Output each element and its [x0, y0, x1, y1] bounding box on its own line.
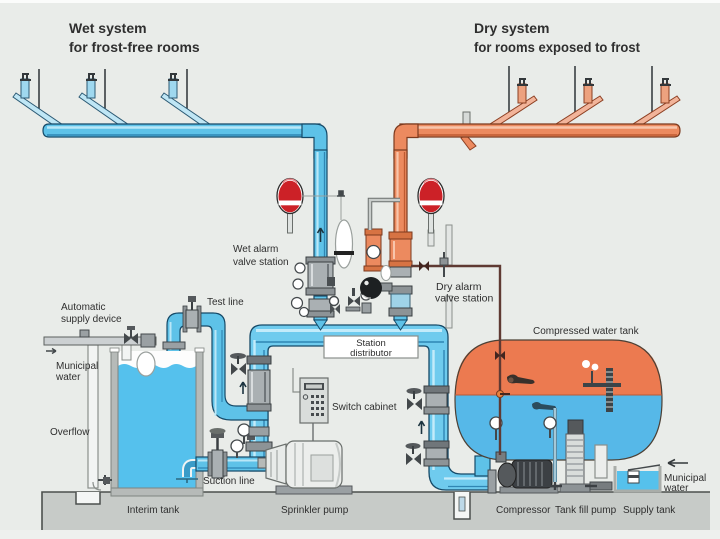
svg-text:Station: Station [356, 338, 386, 349]
svg-text:water: water [663, 483, 689, 494]
svg-text:distributor: distributor [350, 348, 392, 359]
svg-text:Automatic: Automatic [61, 302, 105, 313]
svg-text:supply device: supply device [61, 314, 122, 325]
svg-text:Tank fill pump: Tank fill pump [555, 505, 617, 516]
svg-text:Interim tank: Interim tank [127, 505, 180, 516]
svg-text:Sprinkler pump: Sprinkler pump [281, 505, 349, 516]
svg-text:Dry alarm: Dry alarm [436, 281, 482, 293]
svg-text:Municipal: Municipal [664, 473, 706, 484]
svg-text:Wet system: Wet system [69, 20, 147, 36]
svg-text:for frost-free rooms: for frost-free rooms [69, 39, 200, 55]
svg-text:Switch cabinet: Switch cabinet [332, 402, 397, 413]
svg-text:Wet alarm: Wet alarm [233, 244, 278, 255]
svg-text:Municipal: Municipal [56, 361, 98, 372]
svg-text:Overflow: Overflow [50, 427, 90, 438]
svg-text:Suction line: Suction line [203, 476, 255, 487]
svg-text:Dry system: Dry system [474, 20, 550, 36]
svg-text:valve station: valve station [435, 293, 494, 305]
svg-text:water: water [55, 372, 81, 383]
svg-text:Compressed water tank: Compressed water tank [533, 326, 640, 337]
svg-text:Supply tank: Supply tank [623, 505, 676, 516]
svg-text:Test line: Test line [207, 297, 244, 308]
svg-text:valve station: valve station [233, 257, 289, 268]
svg-text:Compressor: Compressor [496, 505, 551, 516]
svg-text:for rooms exposed to frost: for rooms exposed to frost [474, 39, 640, 55]
